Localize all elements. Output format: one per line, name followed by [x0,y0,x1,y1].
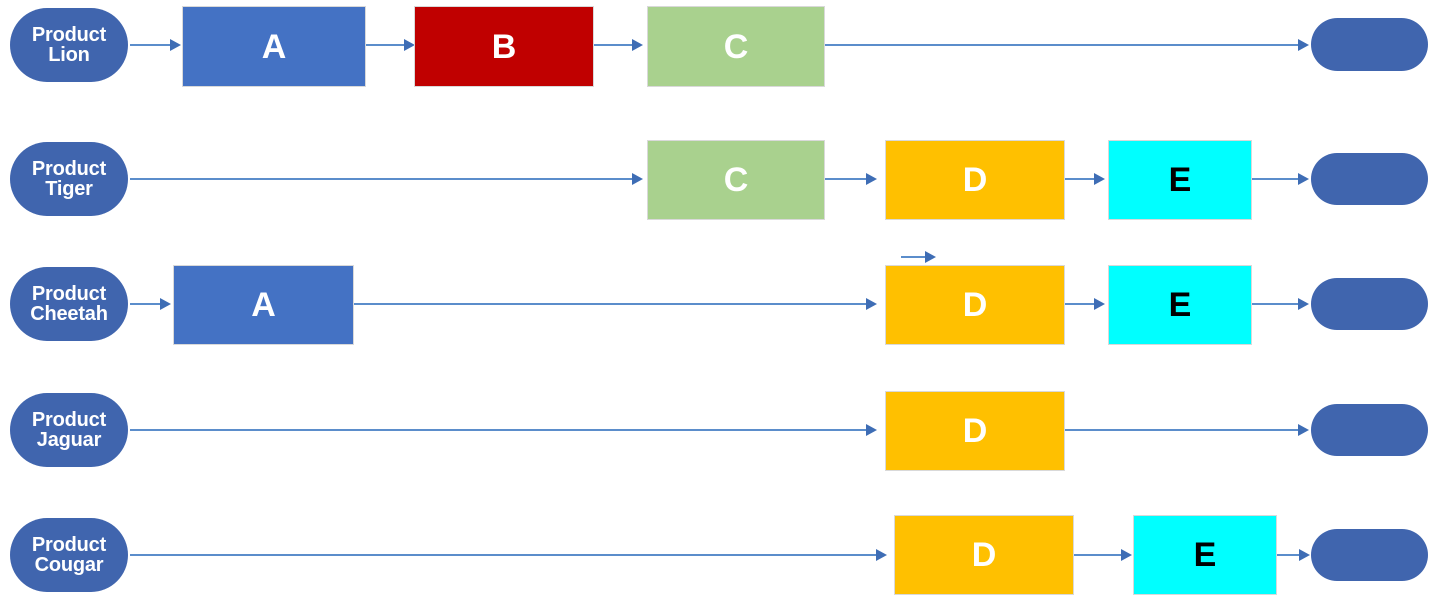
step-lion-a[interactable]: A [182,6,366,87]
arrowhead-jaguar-1 [866,424,877,436]
arrowhead-tiger-3 [1094,173,1105,185]
product-pill-cougar-line1: Product [31,533,107,556]
product-pill-jaguar-line2: Jaguar [36,429,102,451]
step-tiger-c[interactable]: C [647,140,825,220]
arrowhead-jaguar-2 [1298,424,1309,436]
product-pill-lion-line2: Lion [48,44,90,66]
step-jaguar-d-label: D [962,412,988,450]
step-lion-a-label: A [261,27,287,66]
arrowhead-cheetah-3 [1094,298,1105,310]
step-tiger-c-label: C [723,161,749,199]
connector-tiger-4 [1252,178,1300,180]
product-pill-lion-text: Product Lion [31,23,107,66]
step-cougar-e-label: E [1193,536,1217,574]
arrowhead-cougar-1 [876,549,887,561]
step-cheetah-d-label: D [962,286,988,324]
product-pill-cougar[interactable]: Product Cougar [10,518,128,592]
endcap-cheetah[interactable] [1311,278,1428,330]
arrowhead-cheetah-4 [1298,298,1309,310]
step-cheetah-a-label: A [251,286,276,324]
connector-jaguar-2 [1065,429,1300,431]
product-pill-cheetah-text: Product Cheetah [30,282,108,325]
step-cougar-e[interactable]: E [1133,515,1277,595]
arrowhead-tiger-4 [1298,173,1309,185]
arrowhead-tiger-2 [866,173,877,185]
connector-cougar-1 [130,554,878,556]
connector-cougar-3 [1277,554,1302,556]
endcap-lion[interactable] [1311,18,1428,71]
step-tiger-d-label: D [962,161,988,199]
connector-lion-4 [825,44,1302,46]
arrowhead-cheetah-2 [866,298,877,310]
product-pill-jaguar[interactable]: Product Jaguar [10,393,128,467]
connector-lion-3 [594,44,635,46]
product-pill-tiger[interactable]: Product Tiger [10,142,128,216]
connector-jaguar-1 [130,429,868,431]
endcap-tiger[interactable] [1311,153,1428,205]
step-lion-c[interactable]: C [647,6,825,87]
connector-tiger-1 [130,178,636,180]
product-pill-cheetah-line2: Cheetah [30,303,108,325]
product-pill-jaguar-text: Product Jaguar [31,408,107,451]
product-pill-cheetah[interactable]: Product Cheetah [10,267,128,341]
arrowhead-lion-1 [170,39,181,51]
product-pill-tiger-text: Product Tiger [31,157,107,200]
step-jaguar-d[interactable]: D [885,391,1065,471]
step-lion-b[interactable]: B [414,6,594,87]
product-pill-tiger-line2: Tiger [45,178,93,200]
arrowhead-cougar-2 [1121,549,1132,561]
step-tiger-d[interactable]: D [885,140,1065,220]
product-pill-cheetah-line1: Product [31,282,107,305]
connector-lion-2 [366,44,407,46]
arrowhead-cheetah-orphan [925,251,936,263]
arrowhead-cheetah-1 [160,298,171,310]
step-cougar-d[interactable]: D [894,515,1074,595]
connector-tiger-3 [1065,178,1097,180]
product-pill-cougar-text: Product Cougar [31,533,107,576]
connector-cheetah-4 [1252,303,1300,305]
step-cougar-d-label: D [971,536,997,574]
arrowhead-lion-2 [404,39,415,51]
connector-cougar-2 [1074,554,1124,556]
step-tiger-e[interactable]: E [1108,140,1252,220]
step-lion-c-label: C [723,27,749,66]
endcap-cougar[interactable] [1311,529,1428,581]
endcap-jaguar[interactable] [1311,404,1428,456]
product-pill-cougar-line2: Cougar [34,554,104,576]
arrowhead-lion-4 [1298,39,1309,51]
connector-cheetah-3 [1065,303,1097,305]
product-pill-lion-line1: Product [31,23,107,46]
connector-cheetah-2 [354,303,868,305]
step-cheetah-e-label: E [1168,286,1192,324]
step-tiger-e-label: E [1168,161,1192,199]
step-cheetah-d[interactable]: D [885,265,1065,345]
step-cheetah-e[interactable]: E [1108,265,1252,345]
arrowhead-lion-3 [632,39,643,51]
arrowhead-cougar-3 [1299,549,1310,561]
connector-cheetah-orphan [901,256,927,258]
product-pill-tiger-line1: Product [31,157,107,180]
product-pill-lion[interactable]: Product Lion [10,8,128,82]
connector-cheetah-1 [130,303,163,305]
connector-tiger-2 [825,178,869,180]
product-pill-jaguar-line1: Product [31,408,107,431]
step-cheetah-a[interactable]: A [173,265,354,345]
arrowhead-tiger-1 [632,173,643,185]
connector-lion-1 [130,44,172,46]
step-lion-b-label: B [491,27,517,66]
